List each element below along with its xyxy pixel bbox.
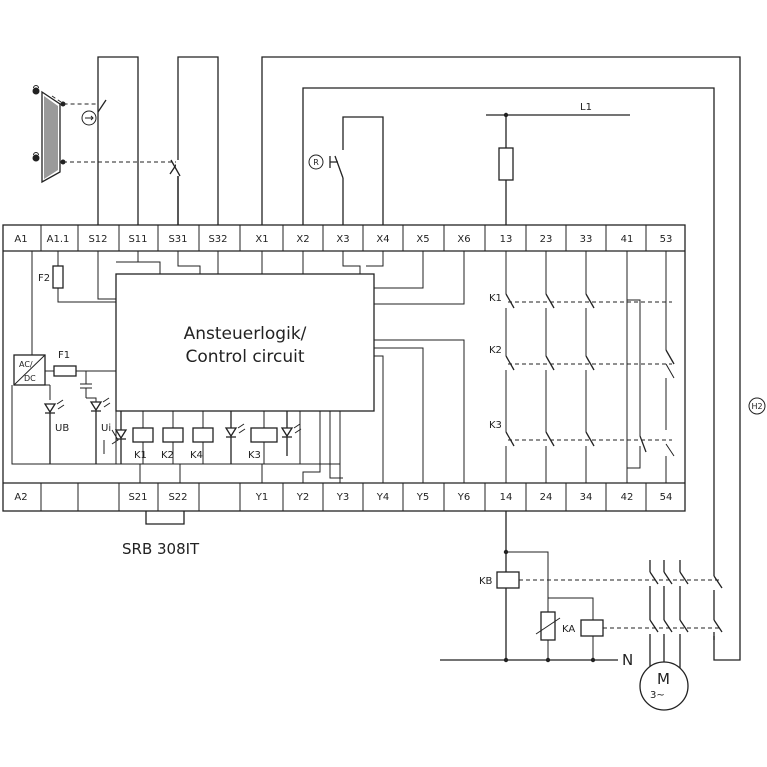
neutral-label: N [622,651,633,669]
s21-s22-bridge [145,511,185,525]
motor-label: M [657,670,670,688]
fuse-f1-label: F1 [58,350,70,361]
load-circuit: KB KA N [440,511,720,669]
coil-k4-label: K4 [190,450,203,461]
l1-label: L1 [580,102,592,113]
control-block-subtitle: Control circuit [185,347,304,367]
bottom-terminal-4: S22 [168,492,187,503]
device-name: SRB 308IT [122,540,200,558]
feedback-loop-x1 [261,56,741,661]
fuse-f2-label: F2 [38,273,50,284]
bottom-terminal-10: Y5 [416,492,429,503]
top-terminal-15: 41 [621,234,634,245]
contact-k1-label: K1 [489,293,502,304]
top-terminal-16: 53 [660,234,673,245]
control-circuit-block: Ansteuerlogik/ Control circuit [115,273,375,412]
top-terminal-1: A1.1 [47,234,70,245]
lock-open-icon [32,87,40,95]
top-terminals: A1 A1.1 S12 S11 S31 S32 X1 X2 X3 X4 X5 X6 13 23 33 41 53 [14,234,672,245]
bottom-terminal-0: A2 [14,492,27,503]
coil-k3: K3 [248,411,278,464]
bottom-terminal-3: S21 [128,492,147,503]
lamp-h2: H2 [748,397,766,415]
top-terminal-0: A1 [14,234,27,245]
led-k4 [224,411,246,464]
reset-symbol: R [313,158,319,167]
motor-contactor-contacts [649,560,689,672]
bottom-terminal-16: 54 [660,492,673,503]
position-icon [81,110,97,126]
coil-k1-label: K1 [134,450,147,461]
output-contacts [505,251,675,483]
bottom-terminal-6: Y1 [255,492,268,503]
top-terminal-3: S11 [128,234,147,245]
contact-k2-label: K2 [489,345,502,356]
gate-contact-1 [97,56,139,225]
input-wiring: F2 [38,251,465,305]
relay-coils: K1 K2 K4 K3 [114,411,340,465]
led-k1 [114,411,128,464]
top-terminal-7: X2 [296,234,309,245]
bottom-terminal-7: Y2 [296,492,309,503]
psu-dc-label: DC [24,374,36,383]
gate-contact-2 [169,56,219,225]
bottom-terminal-13: 24 [540,492,553,503]
bottom-terminal-14: 34 [580,492,593,503]
top-terminal-13: 23 [540,234,553,245]
motor-phase-label: 3~ [650,690,665,701]
power-supply-section: AC/ DC F1 UB Ui [11,251,119,465]
control-block-title: Ansteuerlogik/ [184,324,307,344]
coil-k3-label: K3 [248,450,261,461]
supply-l1: L1 [486,102,630,225]
bottom-terminal-11: Y6 [457,492,470,503]
feedback-loop-x2 [302,87,715,576]
reset-button: R [308,116,384,225]
bottom-terminal-15: 42 [621,492,634,503]
bottom-terminal-12: 14 [500,492,513,503]
top-terminal-2: S12 [88,234,107,245]
led-ub: UB [43,399,69,464]
top-terminal-4: S31 [168,234,187,245]
psu-ac-label: AC/ [19,360,33,369]
coil-k2: K2 [161,411,184,464]
contact-k3-label: K3 [489,420,502,431]
coil-k1: K1 [132,411,154,464]
led-ui: Ui [89,397,111,464]
top-terminal-14: 33 [580,234,593,245]
top-terminal-9: X4 [376,234,389,245]
lock-closed-icon [32,154,40,162]
safety-gate-switch [32,85,176,184]
output-wiring [261,339,465,483]
bottom-terminal-9: Y4 [376,492,389,503]
top-terminal-11: X6 [457,234,470,245]
led-ub-label: UB [55,423,69,434]
coil-k4: K4 [190,411,214,464]
relay-frame [2,224,686,512]
led-k3 [280,411,302,456]
top-terminal-10: X5 [416,234,429,245]
top-terminal-6: X1 [255,234,268,245]
kb-feedback-contact [713,575,723,640]
ka-label: KA [562,624,575,635]
bottom-terminals: A2 S21 S22 Y1 Y2 Y3 Y4 Y5 Y6 14 24 34 42 54 [14,492,672,503]
top-terminal-5: S32 [208,234,227,245]
bottom-terminal-8: Y3 [336,492,349,503]
top-terminal-12: 13 [500,234,513,245]
lamp-h2-label: H2 [751,402,762,411]
coil-k2-label: K2 [161,450,174,461]
led-ui-label: Ui [101,423,111,434]
motor: M 3~ [639,661,689,711]
top-terminal-8: X3 [336,234,349,245]
kb-label: KB [479,576,493,587]
